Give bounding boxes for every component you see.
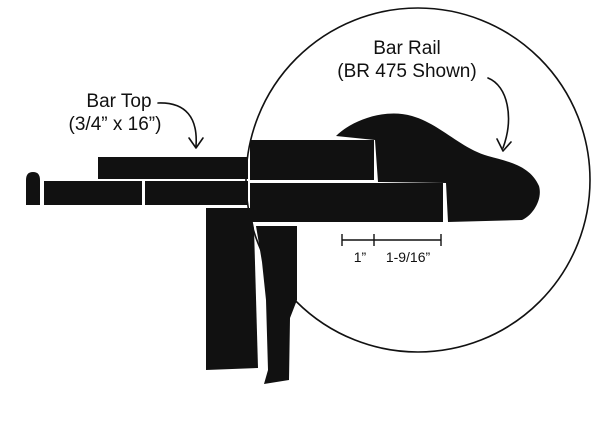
- detail-circle: [245, 7, 591, 353]
- board-bottom-middle: [145, 181, 248, 205]
- dimension-label-1in: 1”: [354, 249, 367, 265]
- support-post-left: [206, 208, 258, 370]
- magnified-board-upper: [250, 140, 374, 180]
- dimension-label-1-9-16in: 1-9/16”: [386, 249, 431, 265]
- bar-top-arrow: [157, 102, 197, 147]
- bar-top-boards: [26, 157, 248, 205]
- magnified-board-lower: [250, 183, 443, 222]
- board-upper: [98, 157, 248, 179]
- bar-rail-subtitle: (BR 475 Shown): [337, 61, 476, 82]
- bar-rail-title: Bar Rail: [373, 38, 441, 59]
- callout-arrows: [157, 77, 512, 152]
- dimension-line: [341, 234, 442, 246]
- bar-top-subtitle: (3/4” x 16”): [69, 114, 162, 135]
- board-bottom-left: [44, 181, 142, 205]
- support-posts: [206, 208, 297, 384]
- support-post-right: [256, 226, 297, 384]
- bar-rail-arrow: [487, 77, 510, 149]
- magnified-section: [250, 113, 540, 222]
- bar-rail-profile: [336, 113, 540, 222]
- board-end-cap: [26, 172, 40, 205]
- bar-top-title: Bar Top: [86, 91, 151, 112]
